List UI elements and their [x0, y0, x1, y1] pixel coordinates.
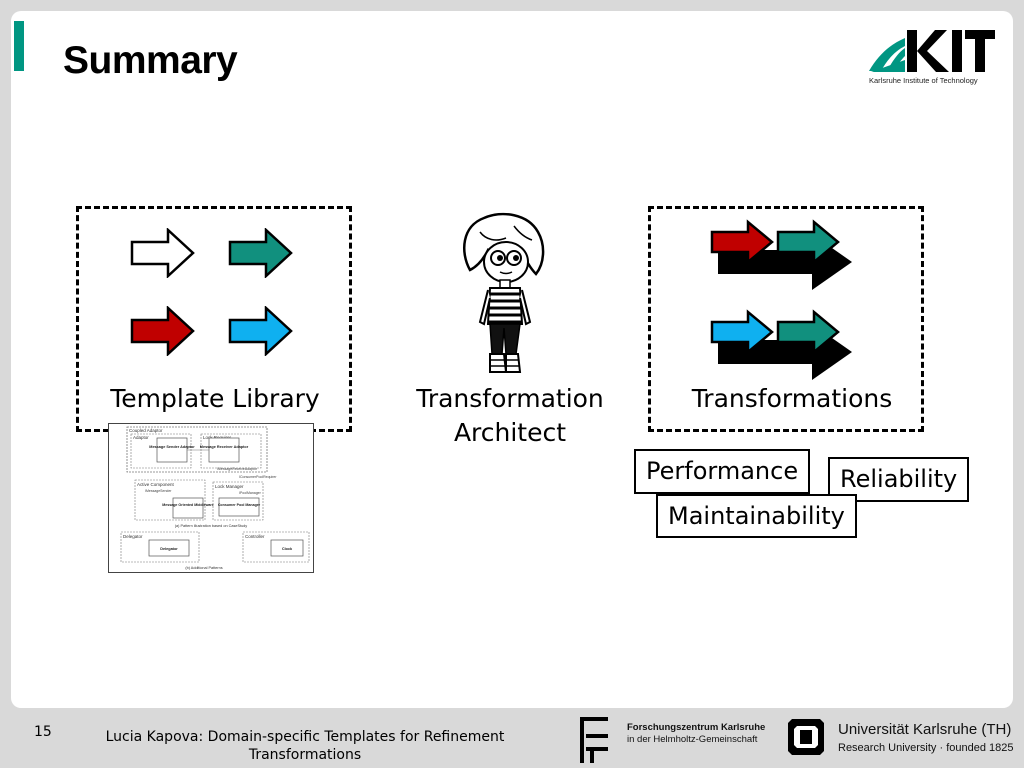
uka-line1: Universität Karlsruhe (TH) [838, 721, 1012, 738]
slide-title: Summary [63, 39, 238, 82]
architect-character-icon [463, 212, 545, 373]
composed-transformation-icon-bottom [710, 309, 852, 380]
performance-label: Performance [634, 449, 811, 494]
architect-caption-line1: Transformation [416, 384, 604, 413]
coupled-adaptor-label: Coupled Adaptor [129, 428, 163, 433]
kit-logo [869, 30, 995, 72]
transformations-caption: Transformations [672, 382, 912, 416]
page-number: 15 [34, 724, 52, 740]
architect-caption: Transformation Architect [398, 382, 622, 450]
delegator-box-label: Delegator [123, 534, 143, 539]
fzk-logo [580, 717, 608, 763]
message-sender-adaptor-label: Message Sender Adaptor [149, 445, 195, 449]
white-arrow-icon [130, 228, 195, 278]
adaptor-label: Adaptor [133, 435, 149, 440]
title-accent-bar [14, 21, 24, 71]
fzk-line2: in der Helmholtz-Gemeinschaft [627, 734, 758, 745]
fzk-text: Forschungszentrum Karlsruhe in der Helmh… [627, 722, 765, 746]
message-receiver-adaptor-label: Message Receiver Adaptor [200, 445, 249, 449]
uka-line2: Research University · founded 1825 [838, 742, 1014, 754]
transformations-box [648, 206, 924, 432]
consumer-pool-requirer-label: IConsumerPoolRequirer [239, 475, 277, 479]
lock-manager-label: Lock Manager [215, 484, 244, 489]
teal-arrow-icon [228, 228, 293, 278]
pattern-diagram-thumbnail: Coupled Adaptor Adaptor Message Sender A… [108, 423, 314, 573]
template-library-caption: Template Library [92, 382, 338, 416]
consumer-pool-manager-label: Consumer Pool Manager [218, 503, 261, 507]
caption-a-label: (a) Pattern illustration based on CaseSt… [175, 524, 247, 528]
pool-manager-interface-label: IPoolManager [239, 491, 262, 495]
fzk-line1: Forschungszentrum Karlsruhe [627, 722, 766, 733]
clock-label: Clock [282, 547, 293, 551]
delegator-label: Delegator [160, 547, 178, 551]
red-arrow-icon [130, 306, 195, 356]
message-sender-interface-label: IMessageSender [145, 489, 172, 493]
footer-text: Lucia Kapova: Domain-specific Templates … [105, 729, 505, 763]
composed-transformation-icon-top [710, 219, 852, 290]
controller-box-label: Controller [245, 534, 265, 539]
receive-adaptor-interface-label: IMessageReceiveAdaptor [217, 467, 258, 471]
active-component-label: Active Component [137, 482, 175, 487]
uka-text: Universität Karlsruhe (TH) Research Univ… [838, 721, 1013, 755]
lock-requirer-label: Lock Requirer [203, 435, 232, 440]
mom-label: Message Oriented Middleware [162, 503, 214, 507]
architect-caption-line2: Architect [453, 418, 567, 447]
kit-subtitle: Karlsruhe Institute of Technology [869, 76, 978, 85]
blue-arrow-icon [228, 306, 293, 356]
caption-b-label: (b) Additional Patterns [185, 566, 222, 570]
maintainability-label: Maintainability [656, 494, 857, 538]
uka-logo [788, 719, 824, 755]
